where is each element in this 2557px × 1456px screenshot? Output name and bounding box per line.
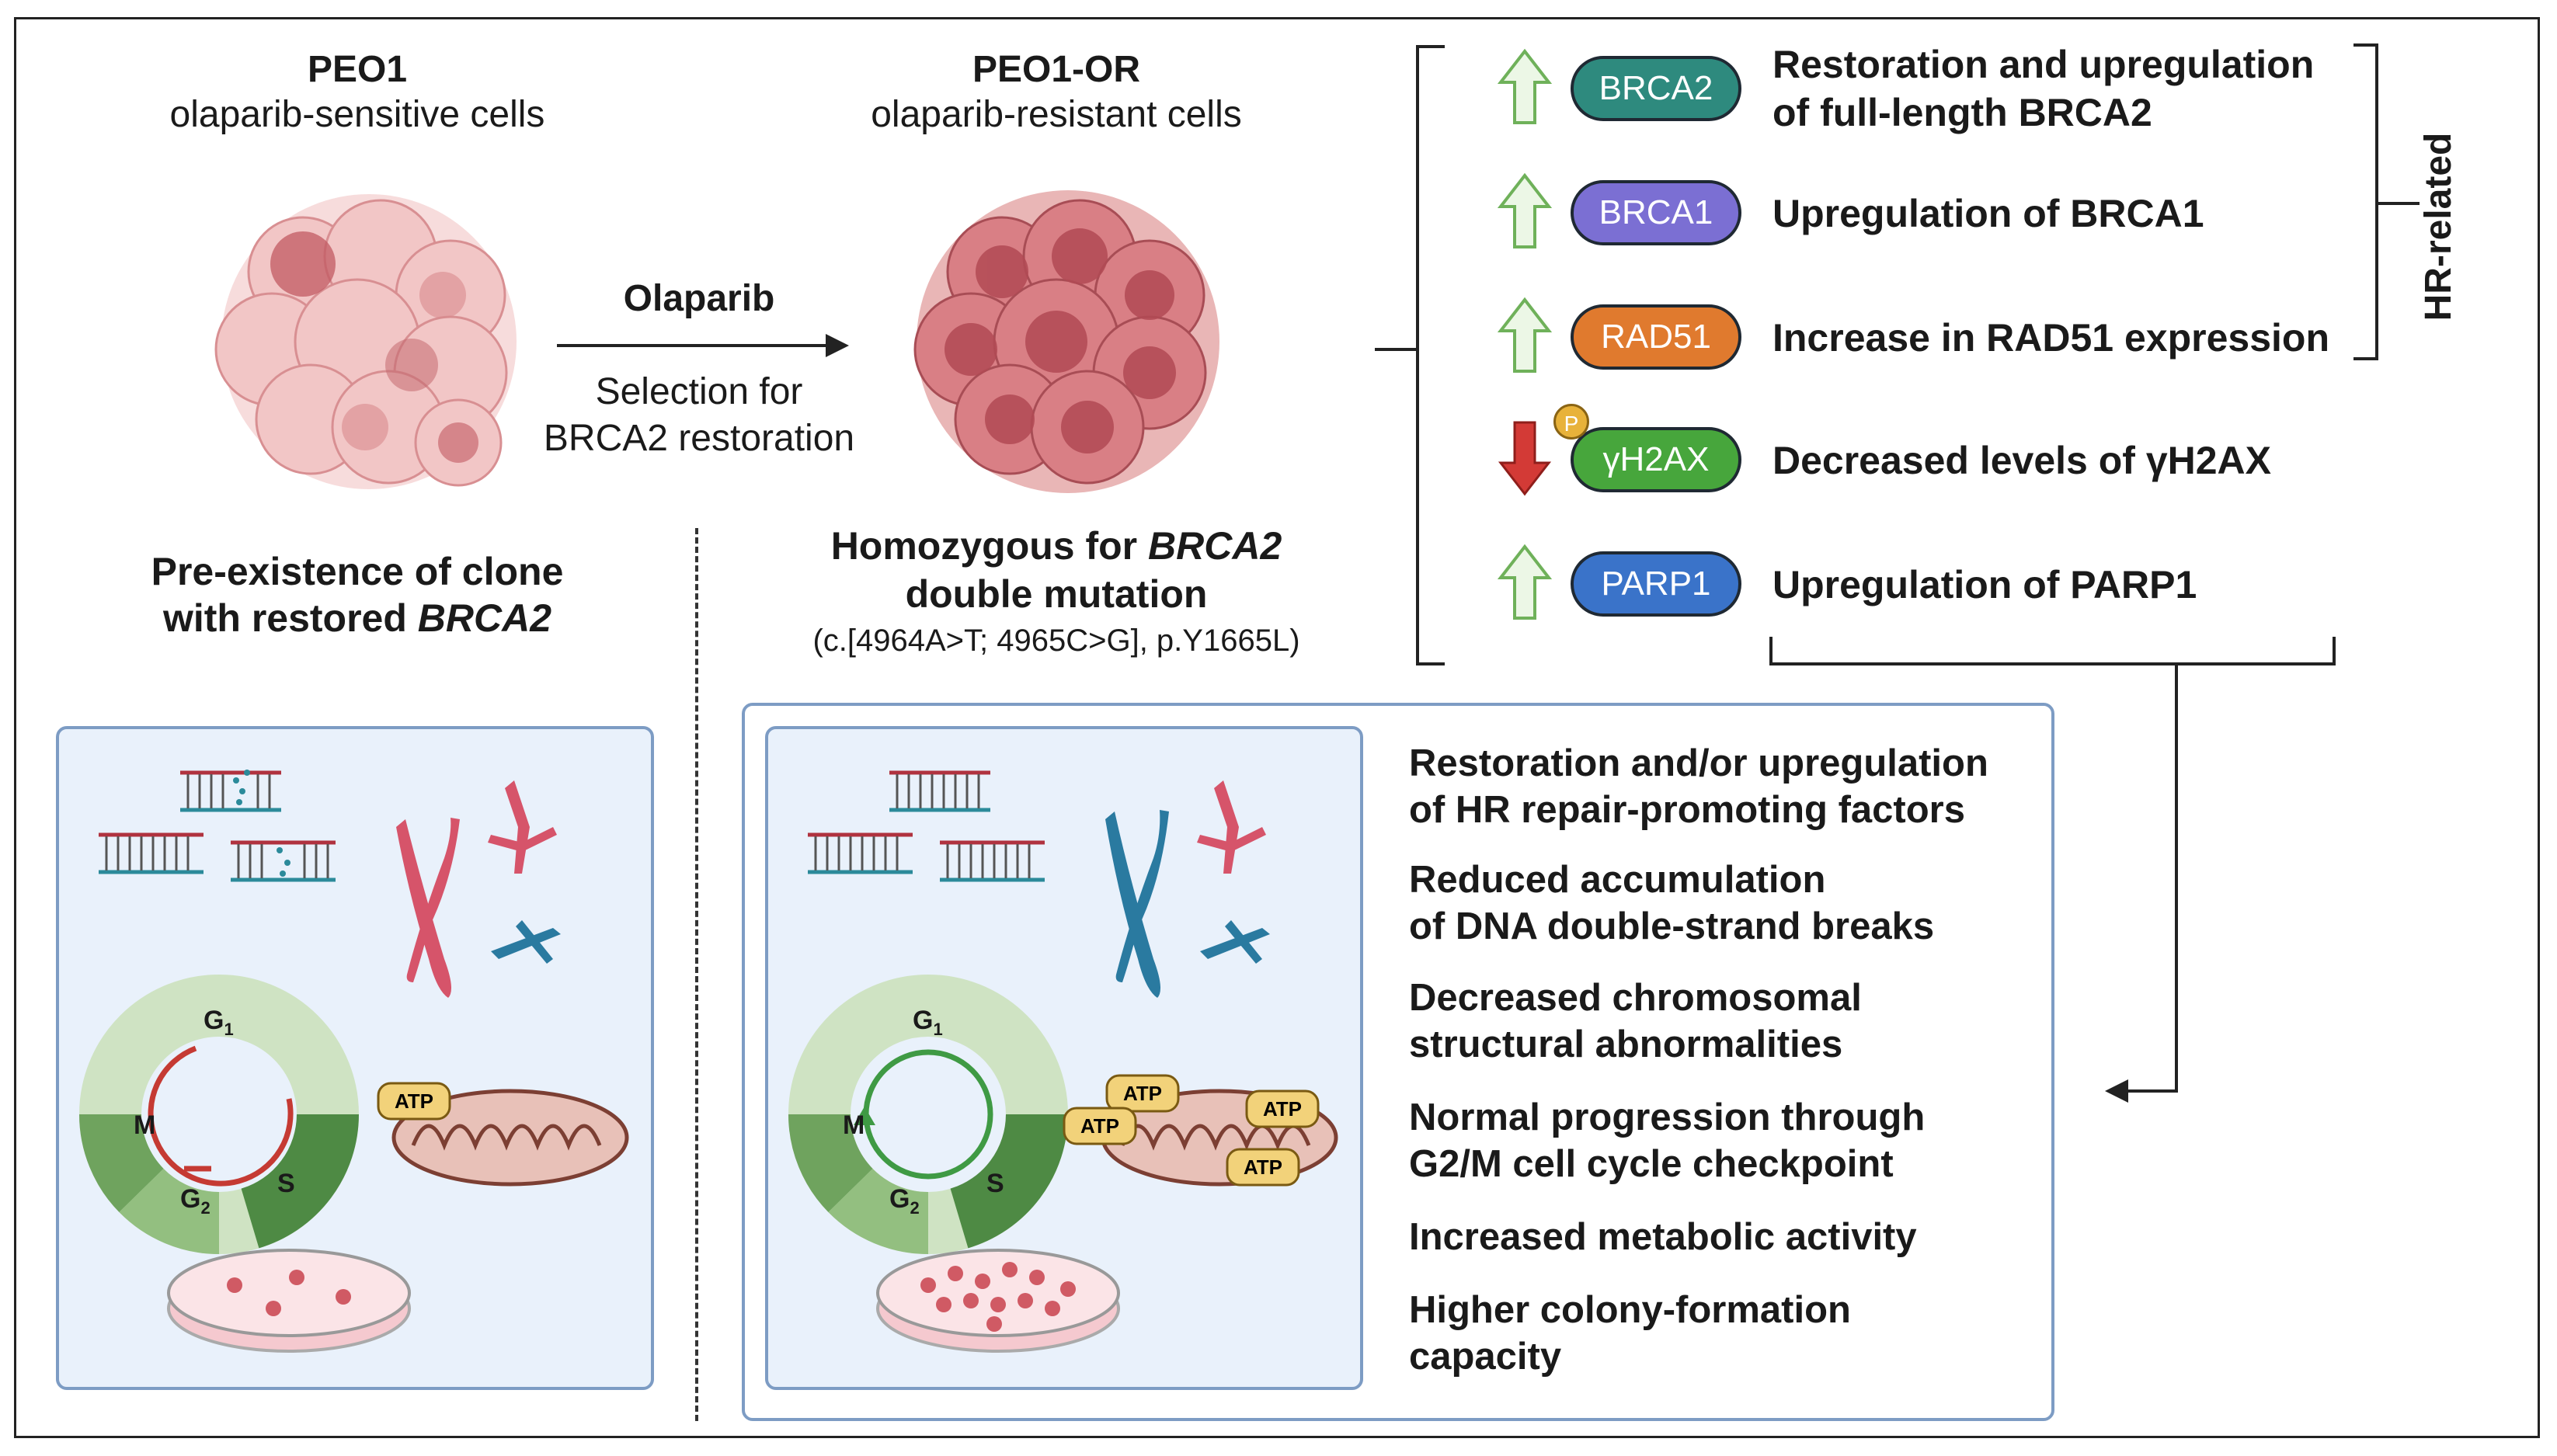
arrow-selection-line1: Selection for bbox=[595, 371, 803, 412]
outcome-6-line1: Higher colony-formation bbox=[1409, 1289, 1851, 1331]
protein-pill-gh2ax: γH2AX bbox=[1571, 427, 1741, 492]
outcome-2-line2: of DNA double-strand breaks bbox=[1409, 905, 1935, 947]
left-cell-title: PEO1 bbox=[307, 49, 408, 90]
outcome-1-line2: of HR repair-promoting factors bbox=[1409, 789, 1965, 831]
svg-text:S: S bbox=[986, 1169, 1004, 1198]
svg-text:G2: G2 bbox=[889, 1184, 920, 1218]
sensitive-phenotype-illustration: G1 M G2 S ATP bbox=[79, 770, 629, 1353]
protein-pill-parp1: PARP1 bbox=[1571, 551, 1741, 617]
sensitive-cell-cluster bbox=[214, 194, 517, 489]
outcome-5-line1: Increased metabolic activity bbox=[1409, 1216, 1917, 1258]
protein-pill-brca1: BRCA1 bbox=[1571, 180, 1741, 245]
hr-related-label: HR-related bbox=[2418, 132, 2459, 321]
resistant-phenotype-illustration: G1 M G2 S ATP ATP ATP ATP bbox=[788, 770, 1338, 1353]
left-cell-subtitle: olaparib-sensitive cells bbox=[169, 94, 545, 135]
arrow-drug-label: Olaparib bbox=[623, 278, 775, 319]
protein-pill-rad51: RAD51 bbox=[1571, 304, 1741, 370]
arrow-selection-line2: BRCA2 restoration bbox=[543, 418, 855, 459]
outcome-6-line2: capacity bbox=[1409, 1336, 1562, 1378]
left-note-line2: with restored BRCA2 bbox=[162, 596, 552, 640]
outcome-4-line2: G2/M cell cycle checkpoint bbox=[1409, 1143, 1894, 1185]
svg-text:ATP: ATP bbox=[1263, 1097, 1302, 1121]
protein-desc-brca2-line1: Restoration and upregulation bbox=[1773, 43, 2315, 86]
right-cell-title: PEO1-OR bbox=[972, 49, 1141, 90]
up-arrow-icon bbox=[1498, 48, 1552, 124]
up-arrow-icon bbox=[1498, 172, 1552, 248]
protein-desc-brca2-line2: of full-length BRCA2 bbox=[1773, 91, 2152, 134]
phospho-badge: P bbox=[1553, 404, 1589, 440]
outcome-connector-arrow bbox=[2105, 663, 2178, 1103]
right-note-mutation-detail: (c.[4964A>T; 4965C>G], p.Y1665L) bbox=[812, 624, 1300, 658]
s-label: S bbox=[277, 1169, 295, 1198]
right-note-line2: double mutation bbox=[905, 572, 1208, 616]
svg-text:G1: G1 bbox=[913, 1006, 943, 1039]
up-arrow-icon bbox=[1498, 297, 1552, 373]
protein-brackets bbox=[1375, 43, 2420, 665]
up-arrow-icon bbox=[1498, 544, 1552, 620]
protein-desc-brca1: Upregulation of BRCA1 bbox=[1773, 192, 2204, 235]
outcome-3-line2: structural abnormalities bbox=[1409, 1023, 1843, 1065]
dashed-divider bbox=[695, 528, 698, 1421]
atp-label: ATP bbox=[395, 1089, 433, 1113]
outcome-2-line1: Reduced accumulation bbox=[1409, 859, 1826, 901]
right-note-line1: Homozygous for BRCA2 bbox=[830, 524, 1282, 568]
protein-desc-gh2ax: Decreased levels of γH2AX bbox=[1773, 439, 2272, 482]
g2-label: G2 bbox=[180, 1184, 210, 1218]
protein-pill-brca2: BRCA2 bbox=[1571, 56, 1741, 121]
outcome-3-line1: Decreased chromosomal bbox=[1409, 977, 1862, 1019]
protein-desc-rad51: Increase in RAD51 expression bbox=[1773, 316, 2329, 360]
outcome-4-line1: Normal progression through bbox=[1409, 1096, 1926, 1138]
svg-text:ATP: ATP bbox=[1123, 1082, 1162, 1105]
g1-label: G1 bbox=[204, 1006, 234, 1039]
protein-desc-parp1: Upregulation of PARP1 bbox=[1773, 563, 2197, 606]
selection-arrow bbox=[557, 334, 849, 357]
svg-text:M: M bbox=[843, 1110, 865, 1140]
left-note-line1: Pre-existence of clone bbox=[151, 550, 564, 593]
svg-text:ATP: ATP bbox=[1080, 1114, 1119, 1138]
svg-text:ATP: ATP bbox=[1244, 1155, 1282, 1179]
right-cell-subtitle: olaparib-resistant cells bbox=[871, 94, 1242, 135]
down-arrow-icon bbox=[1498, 421, 1552, 496]
resistant-cell-cluster bbox=[913, 190, 1219, 493]
m-label: M bbox=[134, 1110, 155, 1140]
outcome-1-line1: Restoration and/or upregulation bbox=[1409, 742, 1988, 784]
